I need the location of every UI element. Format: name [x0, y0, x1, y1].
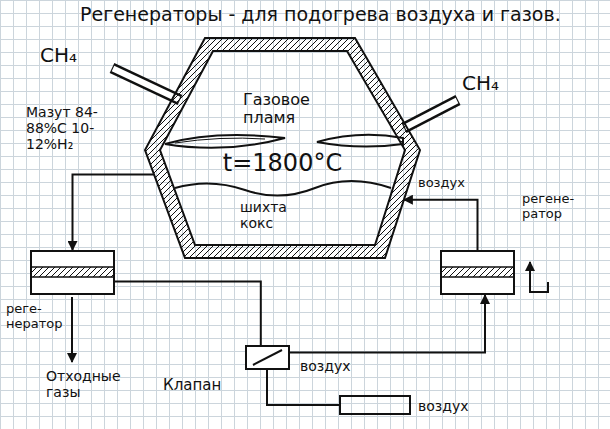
regenerator-label: реге-нератор — [6, 302, 62, 332]
flow-arrow — [530, 262, 548, 292]
diagram-title: Регенераторы - для подогрева воздуха и г… — [80, 4, 561, 26]
regenerator-box: реге-нератор — [30, 250, 115, 295]
pipe-connector — [73, 174, 155, 250]
charge-label: шихта кокс — [240, 199, 287, 231]
pipe-connector — [290, 295, 485, 353]
air-label: воздух — [418, 176, 465, 191]
regenerator-box: регене-ратор — [440, 250, 515, 295]
fuel-note: Мазут 84-88%C 10-12%H₂ — [26, 104, 100, 152]
furnace: t=1800°C Газовое пламя шихта кокс — [145, 38, 420, 258]
regenerator-label: регене-ратор — [522, 192, 574, 222]
flame-label: Газовое пламя — [243, 91, 310, 128]
regen-outline — [30, 250, 115, 295]
charge-zone: шихта кокс — [237, 196, 292, 237]
exhaust-label: Отходные газы — [46, 368, 121, 400]
fuel-pipe — [112, 68, 180, 100]
air-label: воздух — [300, 358, 351, 374]
valve-box: Клапан — [245, 345, 290, 370]
flame-zone: Газовое пламя — [240, 88, 315, 133]
valve-label: Клапан — [163, 377, 221, 394]
air-label: воздух — [418, 398, 469, 414]
temperature-label: t=1800°C — [205, 150, 360, 178]
air-inlet — [340, 396, 410, 414]
gas-label: CH₄ — [462, 72, 499, 95]
pipe-connector — [115, 282, 261, 346]
valve-outline — [245, 345, 290, 370]
exhaust-arrow — [71, 297, 73, 362]
pipe-connector — [404, 200, 478, 250]
regen-outline — [440, 250, 515, 295]
gas-label: CH₄ — [40, 44, 77, 67]
fuel-pipe — [404, 100, 458, 128]
air-pipe — [267, 370, 340, 405]
hex-outline — [145, 38, 420, 258]
